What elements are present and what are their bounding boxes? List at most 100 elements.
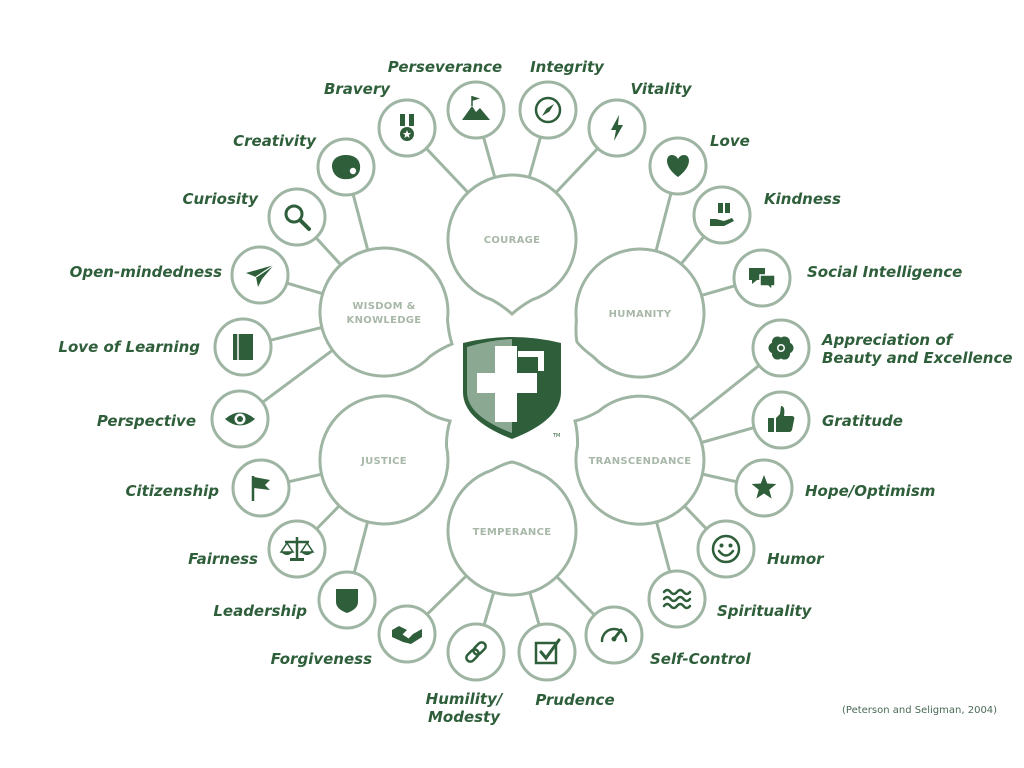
virtue-bubble: [574, 247, 706, 379]
connector-prudence: [528, 592, 541, 626]
strength-label: Self-Control: [650, 650, 751, 668]
medal-icon: [400, 114, 414, 141]
strength-label: Love of Learning: [58, 338, 200, 356]
strength-label: Open-mindedness: [70, 263, 222, 281]
strength-humility-modesty: Humility/Modesty: [426, 622, 506, 726]
virtue-label: JUSTICE: [360, 456, 407, 467]
heart-icon: [667, 155, 689, 177]
strength-prudence: Prudence: [517, 622, 615, 709]
gift-hand-icon: [710, 203, 734, 226]
connector-social-intelligence: [701, 284, 736, 297]
strength-bravery: Bravery: [324, 80, 437, 158]
connector-love-of-learning: [269, 325, 323, 342]
strength-label: Leadership: [213, 602, 307, 620]
svg-text:TM: TM: [552, 433, 560, 439]
strength-label: Prudence: [535, 691, 614, 709]
strength-label: Social Intelligence: [807, 263, 962, 281]
strength-curiosity: Curiosity: [182, 187, 327, 247]
strength-label: Kindness: [764, 190, 841, 208]
scales-icon: [279, 537, 315, 561]
connector-kindness: [679, 235, 706, 265]
connector-love: [654, 192, 673, 252]
connector-appreciation-of-beauty: [689, 364, 761, 422]
strength-label: Perseverance: [388, 58, 502, 76]
checkbox-icon: [534, 638, 561, 665]
lightning-icon: [611, 115, 623, 141]
strength-label: Perspective: [97, 412, 196, 430]
virtue-bubbles: COURAGE HUMANITY WISDOM &KNOWLEDGE JUSTICE T…: [318, 173, 706, 597]
strength-label: Vitality: [630, 80, 692, 98]
strength-label: Hope/Optimism: [805, 482, 935, 500]
strength-circle: [517, 622, 577, 682]
virtue-transcendance: TRANSCENDANCE: [573, 394, 706, 526]
strength-love: Love: [648, 132, 750, 196]
strength-label: Curiosity: [182, 190, 259, 208]
waves-icon: [662, 588, 692, 610]
virtue-bubble: [446, 173, 578, 317]
mountain-flag-icon: [462, 96, 490, 120]
strength-hope-optimism: Hope/Optimism: [734, 458, 935, 518]
strength-love-of-learning: Love of Learning: [58, 317, 273, 377]
connector-leadership: [352, 521, 370, 574]
gauge-icon: [600, 627, 628, 643]
virtue-bubble: [573, 394, 706, 526]
strength-label: Fairness: [188, 550, 258, 568]
connector-gratitude: [701, 426, 755, 444]
citation: (Peterson and Seligman, 2004): [842, 705, 998, 716]
flag-icon: [251, 476, 270, 501]
chat-bubbles-icon: [749, 268, 776, 292]
virtue-label: TRANSCENDANCE: [589, 456, 692, 467]
virtue-justice: JUSTICE: [318, 394, 452, 526]
virtue-humanity: HUMANITY: [574, 247, 706, 379]
strength-nodes: Bravery Perseverance IntegrityVitalityLove…: [58, 58, 1012, 726]
connector-self-control: [555, 575, 596, 617]
virtue-label: WISDOM &: [352, 301, 415, 312]
connector-lines: [261, 136, 761, 626]
virtue-label: COURAGE: [484, 235, 541, 246]
strength-label: Gratitude: [822, 412, 903, 430]
strength-label: Integrity: [530, 58, 605, 76]
virtue-bubble: [446, 460, 578, 597]
strength-creativity: Creativity: [233, 132, 376, 197]
strength-circle: [696, 519, 756, 579]
strength-citizenship: Citizenship: [125, 458, 291, 518]
strength-social-intelligence: Social Intelligence: [732, 248, 962, 308]
connector-humor: [683, 504, 708, 530]
shield-icon: [336, 589, 358, 613]
strength-label: Spirituality: [717, 602, 813, 620]
strength-leadership: Leadership: [213, 570, 377, 630]
strength-self-control: Self-Control: [584, 605, 751, 668]
virtue-temperance: TEMPERANCE: [446, 460, 578, 597]
connector-perseverance: [482, 136, 497, 178]
strength-circle: [377, 604, 437, 664]
strength-label: Beauty and Excellence: [822, 349, 1013, 367]
virtue-wisdom: WISDOM &KNOWLEDGE: [318, 246, 454, 378]
strength-label: Love: [710, 132, 750, 150]
flower-icon: [768, 336, 794, 360]
connector-humility-modesty: [482, 591, 496, 626]
star-icon: [751, 475, 777, 499]
eye-icon: [225, 412, 255, 426]
strength-perseverance: Perseverance: [388, 58, 506, 140]
strength-circle: [446, 622, 506, 682]
strength-fairness: Fairness: [188, 519, 327, 579]
strength-humor: Humor: [696, 519, 825, 579]
magnifier-icon: [284, 204, 311, 231]
connector-hope-optimism: [702, 472, 738, 484]
virtue-label: HUMANITY: [609, 309, 672, 320]
connector-creativity: [351, 193, 370, 251]
chain-link-icon: [465, 641, 487, 663]
connector-open-mindedness: [286, 281, 324, 296]
connector-perspective: [261, 348, 334, 404]
thumbs-up-icon: [768, 406, 795, 432]
strength-circle: [267, 187, 327, 247]
strength-open-mindedness: Open-mindedness: [70, 245, 290, 305]
paper-plane-icon: [246, 264, 275, 287]
strength-label: Humility/: [426, 690, 504, 708]
connector-vitality: [554, 147, 599, 194]
strength-label: Bravery: [324, 80, 391, 98]
smiley-icon: [711, 534, 741, 564]
strength-label: Citizenship: [125, 482, 219, 500]
